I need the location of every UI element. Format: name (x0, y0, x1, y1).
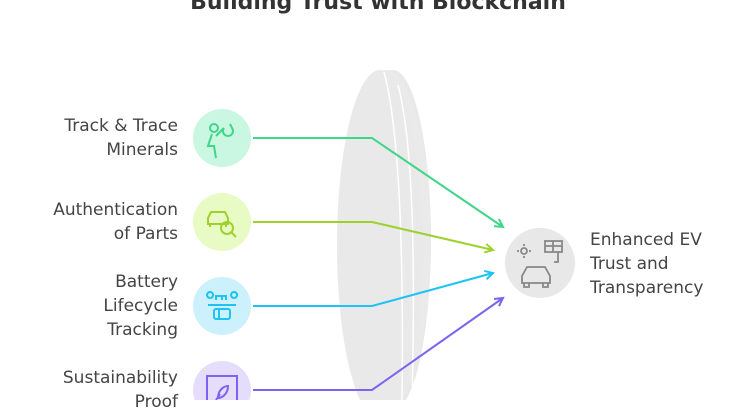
hiker-bindle-icon (206, 123, 234, 159)
input-label: Track & Trace Minerals (64, 116, 178, 160)
arrowhead (493, 296, 505, 307)
output-circle (505, 228, 575, 298)
diagram-title: Building Trust with Blockchain (190, 0, 566, 15)
input-label: Battery Lifecycle Tracking (103, 272, 178, 340)
connector-arrow (253, 221, 494, 251)
connector-arrow (253, 137, 504, 228)
arrowhead (493, 218, 505, 229)
battery-tracking-icon (206, 291, 239, 320)
arrowhead (484, 243, 496, 254)
input-circle (193, 361, 251, 400)
output-label: Enhanced EV Trust and Transparency (590, 230, 704, 298)
leaf-certificate-icon (206, 375, 238, 400)
lens-shape (337, 70, 431, 400)
connector-arrow (253, 297, 504, 391)
input-circle (193, 193, 251, 251)
car-search-icon (207, 211, 237, 238)
input-circle (193, 109, 251, 167)
connector-arrow (253, 272, 494, 307)
input-label: Sustainability Proof (62, 368, 178, 412)
solar-ev-icon (517, 240, 563, 288)
input-label: Authentication of Parts (53, 200, 178, 244)
arrowhead (484, 269, 496, 280)
diagram-canvas (193, 70, 575, 400)
